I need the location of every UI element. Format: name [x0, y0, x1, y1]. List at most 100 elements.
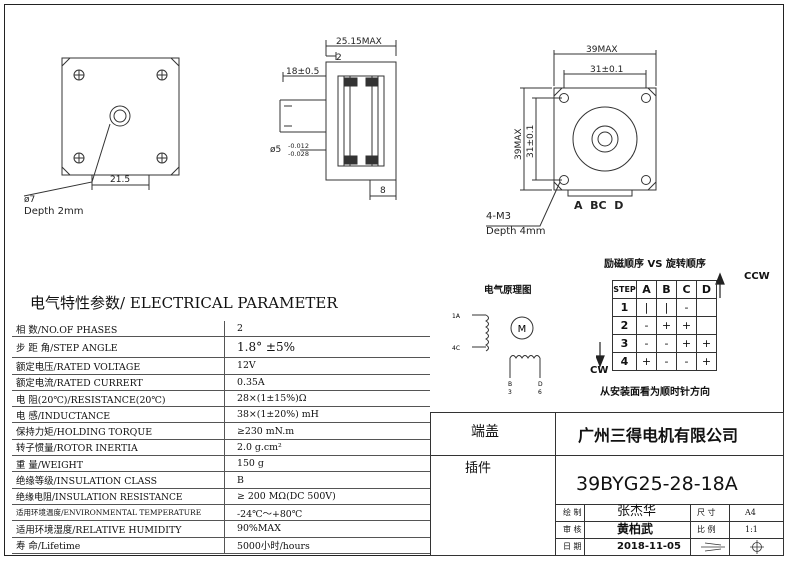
mechanical-drawings: ø7 Depth 2mm 21.5 25.15MAX 2 18±0.5 ø5 -…: [23, 37, 657, 237]
company-name: 广州三得电机有限公司: [578, 426, 739, 445]
schematic-diagram: M 1A 4C B D 3 6: [452, 313, 543, 396]
rear-depth: Depth 4mm: [486, 226, 545, 237]
parameter-value: 1.8° ±5%: [224, 336, 430, 359]
parameter-label: 适用环境温度/ENVIRONMENTAL TEMPERATURE: [12, 504, 225, 522]
parameter-row: 绝缘电阻/INSULATION RESISTANCE≥ 200 MΩ(DC 50…: [12, 488, 430, 505]
sequence-header-cell: B: [656, 280, 677, 299]
parameter-row: 保持力矩/HOLDING TORQUE≥230 mN.m: [12, 422, 430, 440]
side-step2: 2: [336, 53, 342, 63]
parameter-value: 0.35A: [224, 374, 430, 391]
parameter-label: 重 量/WEIGHT: [12, 455, 225, 473]
sequence-cell: 1: [612, 298, 637, 317]
side-shaft-tol-upper: -0.012: [288, 142, 309, 150]
parameter-label: 绝缘等级/INSULATION CLASS: [12, 471, 225, 489]
parameter-label: 绝缘电阻/INSULATION RESISTANCE: [12, 488, 225, 505]
rear-view: [486, 50, 657, 227]
parameter-label: 保持力矩/HOLDING TORQUE: [12, 422, 225, 440]
company-cell: 广州三得电机有限公司: [555, 412, 784, 456]
parameter-value: 150 g: [224, 455, 430, 473]
parameter-value: 2.0 g.cm²: [224, 439, 430, 457]
parameter-value: ≥230 mN.m: [224, 422, 430, 440]
side-shaft-tol-lower: -0.028: [288, 150, 309, 158]
parameter-value: 90%MAX: [224, 520, 430, 538]
scale-label: 比 例: [697, 525, 716, 534]
sequence-cell: |: [636, 298, 657, 317]
rear-height-max: 39MAX: [514, 128, 524, 160]
parameter-label: 电 感/INDUCTANCE: [12, 406, 225, 424]
sequence-cell: |: [656, 298, 677, 317]
parameter-value: -24℃～+80℃: [224, 504, 430, 522]
plugin-cell: 插件: [430, 455, 556, 556]
sequence-cell: -: [656, 334, 677, 353]
parameter-label: 转子惯量/ROTOR INERTIA: [12, 439, 225, 457]
front-hole-dia: ø7: [24, 195, 35, 205]
parameter-label: 寿 命/Lifetime: [12, 537, 225, 554]
pin-d-num: 6: [538, 389, 542, 396]
sequence-cell: -: [636, 334, 657, 353]
front-view: [23, 57, 180, 197]
cw-label: CW: [590, 365, 609, 376]
date-label: 日 期: [563, 542, 582, 551]
rear-hole-spacing: 31±0.1: [590, 65, 623, 75]
parameter-label: 步 距 角/STEP ANGLE: [12, 336, 225, 359]
ccw-label: CCW: [744, 271, 770, 282]
side-view: [279, 40, 397, 200]
parameter-row: 适用环境温度/ENVIRONMENTAL TEMPERATURE-24℃～+80…: [12, 504, 430, 522]
sequence-header-cell: STEP: [612, 280, 637, 299]
parameter-value: B: [224, 471, 430, 489]
parameter-label: 相 数/NO.OF PHASES: [12, 321, 225, 338]
sequence-cell: +: [656, 316, 677, 335]
sequence-cell: +: [676, 334, 697, 353]
sequence-cell: [696, 298, 717, 317]
sequence-header-cell: C: [676, 280, 697, 299]
size-label: 尺 寸: [697, 508, 716, 517]
sequence-cell: -: [676, 352, 697, 371]
sequence-cell: +: [696, 334, 717, 353]
parameter-value: 5000小时/hours: [224, 537, 430, 554]
sequence-cell: +: [676, 316, 697, 335]
check-label: 审 核: [563, 525, 582, 534]
parameter-value: ≥ 200 MΩ(DC 500V): [224, 488, 430, 505]
pin-b-num: 3: [508, 389, 512, 396]
parameter-title: 电气特性参数/ ELECTRICAL PARAMETER: [30, 294, 338, 312]
parameter-label: 额定电流/RATED CURRERT: [12, 374, 225, 391]
sequence-cell: 2: [612, 316, 637, 335]
side-length-max: 25.15MAX: [336, 37, 382, 47]
rear-width-max: 39MAX: [586, 45, 618, 55]
sequence-cell: [696, 316, 717, 335]
front-depth: Depth 2mm: [24, 206, 83, 217]
pin-d: D: [538, 381, 543, 388]
projection-symbol: [701, 540, 764, 554]
sequence-cell: +: [636, 352, 657, 371]
parameter-label: 额定电压/RATED VOLTAGE: [12, 357, 225, 375]
end-cover-label: 端盖: [471, 424, 499, 440]
side-shaft-dia: ø5: [270, 145, 281, 155]
sequence-cell: 3: [612, 334, 637, 353]
rear-height-spacing: 31±0.1: [526, 125, 536, 158]
parameter-value: 28×(1±15%)Ω: [224, 390, 430, 408]
rear-thread: 4-M3: [486, 211, 511, 222]
parameter-row: 电 阻(20℃)/RESISTANCE(20℃)28×(1±15%)Ω: [12, 390, 430, 408]
draw-label: 绘 制: [563, 508, 582, 517]
sequence-header-cell: D: [696, 280, 717, 299]
side-shaft-len: 18±0.5: [286, 67, 319, 77]
signature-block: 绘 制 张杰华 尺 寸 A4 审 核 黄柏武 比 例 1:1 日 期 2018-…: [555, 504, 784, 556]
sequence-note: 从安装面看为顺时针方向: [600, 387, 710, 398]
sequence-title: 励磁顺序 VS 旋转顺序: [604, 259, 706, 270]
schematic-title: 电气原理图: [484, 285, 532, 296]
rear-terminals: A BC D: [574, 199, 623, 212]
parameter-label: 适用环境湿度/RELATIVE HUMIDITY: [12, 520, 225, 538]
parameter-value: 12V: [224, 357, 430, 375]
motor-symbol: [510, 316, 534, 340]
sequence-cell: -: [636, 316, 657, 335]
size-value: A4: [745, 508, 756, 517]
model-number: 39BYG25-28-18A: [576, 473, 738, 495]
plugin-label: 插件: [465, 461, 492, 476]
